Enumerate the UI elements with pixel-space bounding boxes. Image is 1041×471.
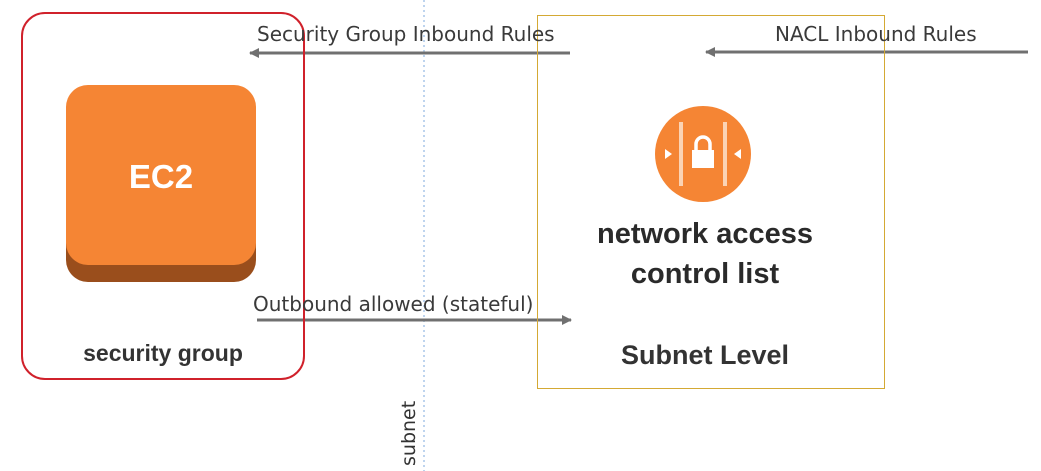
- nacl-lock-icon: [655, 106, 751, 202]
- outbound-label: Outbound allowed (stateful): [253, 292, 534, 316]
- sg-inbound-label: Security Group Inbound Rules: [257, 22, 555, 46]
- subnet-box: [537, 15, 885, 389]
- security-group-box: [21, 12, 305, 380]
- nacl-title-line2: control list: [630, 258, 780, 290]
- subnet-divider-label: subnet: [398, 400, 420, 466]
- subnet-level-label: Subnet Level: [620, 340, 790, 370]
- nacl-title: network access control list: [537, 214, 873, 294]
- nacl-inbound-label: NACL Inbound Rules: [775, 22, 977, 46]
- nacl-title-line1: network access: [596, 218, 813, 250]
- security-group-label: security group: [83, 340, 243, 366]
- ec2-instance-icon: [66, 85, 256, 265]
- ec2-label: EC2: [128, 158, 194, 195]
